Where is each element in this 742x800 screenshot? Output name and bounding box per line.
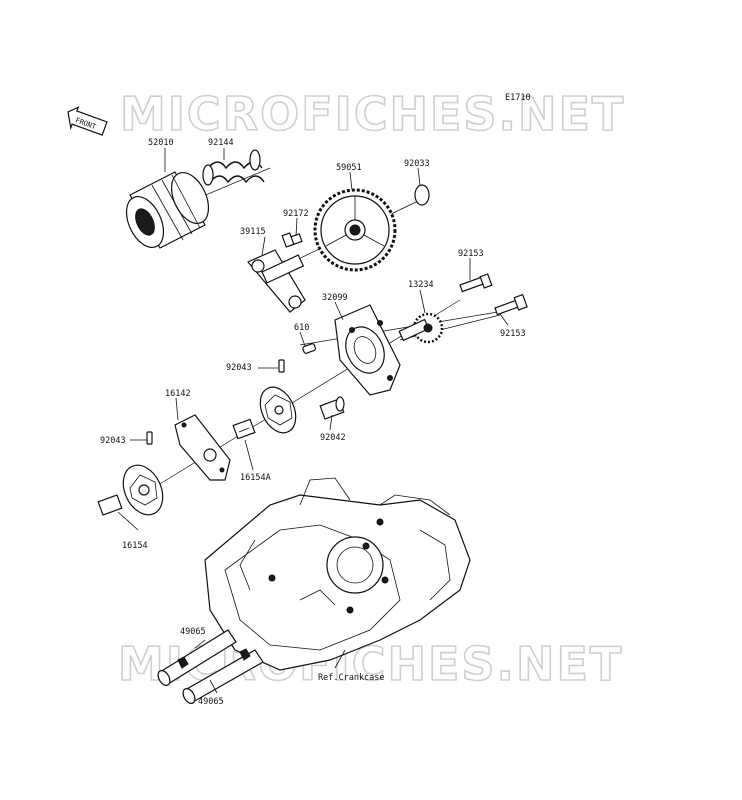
label-16154: 16154	[122, 541, 148, 551]
gear-shaft-13234	[398, 312, 444, 344]
oil-filter-52010	[125, 171, 210, 249]
label-13234: 13234	[408, 280, 434, 290]
front-arrow-icon: FRONT	[67, 106, 108, 136]
label-ref-crankcase: Ref.Crankcase	[318, 673, 385, 683]
label-39115: 39115	[240, 227, 266, 237]
cover-plate-16142	[174, 414, 231, 481]
shaft-plate-39115	[247, 249, 306, 313]
label-59051: 59051	[336, 163, 362, 173]
pin-92043-lower	[146, 431, 153, 445]
pump-body-32099	[334, 304, 401, 396]
label-92043-upper: 92043	[226, 363, 252, 373]
label-92144: 92144	[208, 138, 234, 148]
collar-92042	[319, 396, 345, 420]
gear-59051	[313, 188, 397, 272]
rotor-16154A	[232, 386, 297, 440]
rotor-16154	[97, 464, 164, 516]
circlip-92033	[414, 184, 430, 206]
label-49065-upper: 49065	[180, 627, 206, 637]
pipe-49065-lower	[182, 648, 264, 704]
label-32099: 32099	[322, 293, 348, 303]
crankcase-reference	[204, 477, 471, 671]
label-92172: 92172	[283, 209, 309, 219]
label-92033: 92033	[404, 159, 430, 169]
label-610: 610	[294, 323, 309, 333]
pin-92043-upper	[278, 359, 285, 373]
dowel-pin-610	[302, 343, 317, 354]
label-92043-lower: 92043	[100, 436, 126, 446]
label-92042: 92042	[320, 433, 346, 443]
label-52010: 52010	[148, 138, 174, 148]
diagram-code: E1710	[505, 93, 531, 103]
label-92153-lower: 92153	[500, 329, 526, 339]
bolt-92153-lower	[494, 293, 528, 316]
label-16154A: 16154A	[240, 473, 271, 483]
label-49065-lower: 49065	[198, 697, 224, 707]
screw-92172	[281, 232, 303, 248]
watermark-top: MICROFICHES.NET	[120, 87, 625, 141]
pipe-49065-upper	[157, 629, 237, 686]
bolt-92153-upper	[459, 273, 493, 293]
label-92153-upper: 92153	[458, 249, 484, 259]
label-16142: 16142	[165, 389, 191, 399]
spring-92144	[202, 149, 265, 186]
